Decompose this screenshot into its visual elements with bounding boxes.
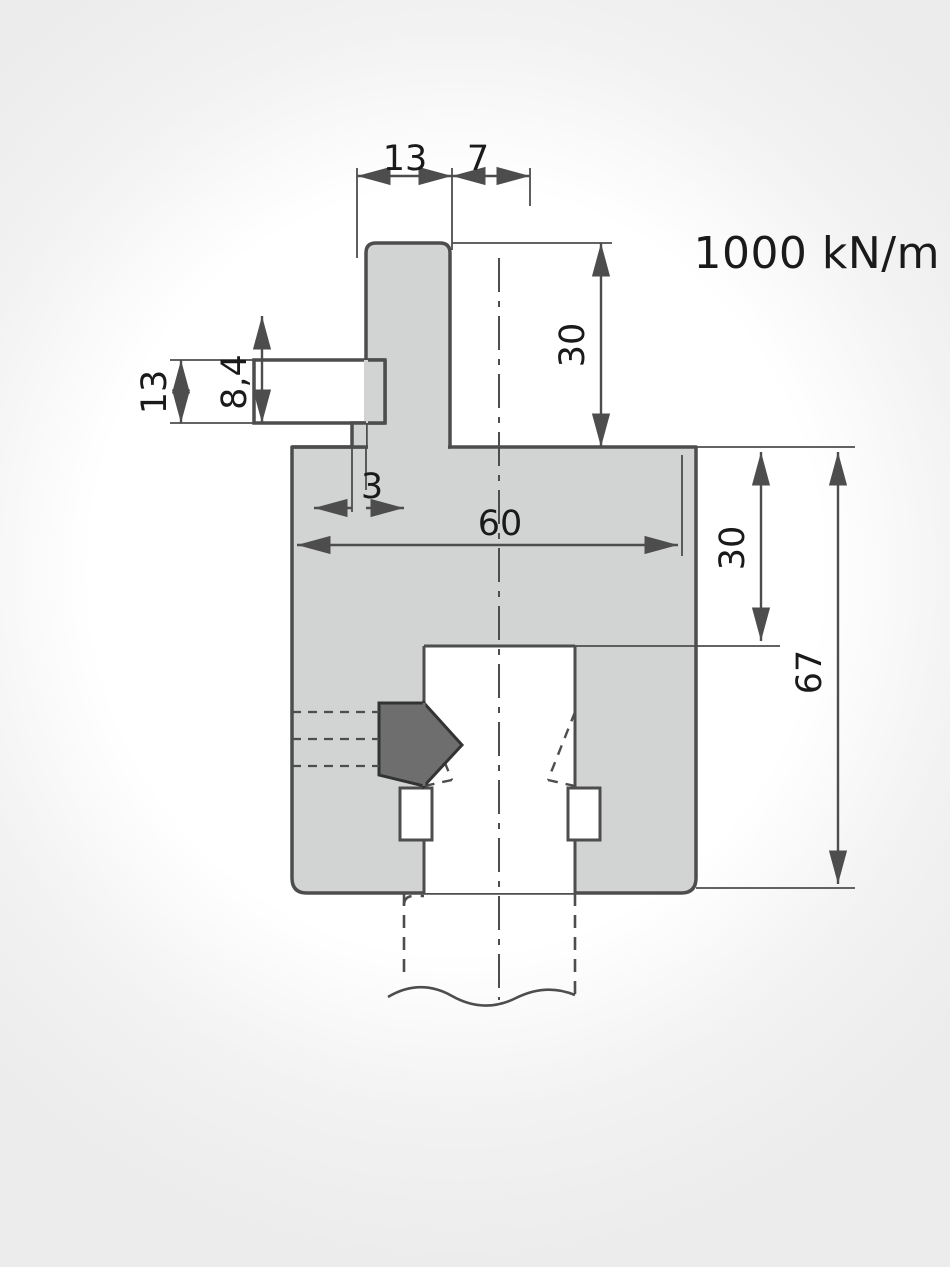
dim-body-height: 30 bbox=[575, 452, 780, 647]
dim-tang-inner-text: 8,4 bbox=[215, 354, 255, 410]
dim-shoulder-offset: 3 bbox=[314, 447, 404, 518]
dim-body-height-text: 30 bbox=[713, 526, 753, 571]
dim-body-width: 60 bbox=[291, 447, 683, 556]
dim-body-width-text: 60 bbox=[478, 504, 523, 544]
dim-top-left-width-text: 13 bbox=[383, 139, 428, 179]
dim-left-tang: 13 8,4 bbox=[135, 316, 272, 424]
dim-upper-height-text: 30 bbox=[553, 323, 593, 368]
load-rating-label: 1000 kN/m bbox=[693, 228, 940, 279]
dim-top-right-width-text: 7 bbox=[467, 139, 489, 179]
clamp-wedge bbox=[377, 699, 465, 790]
dim-upper-height: 30 bbox=[452, 242, 855, 448]
dim-tang-height-text: 13 bbox=[135, 370, 175, 415]
dim-shoulder-offset-text: 3 bbox=[361, 467, 383, 507]
dim-top-13-7: 13 7 bbox=[356, 139, 531, 258]
dim-total-height: 67 bbox=[696, 452, 855, 889]
hidden-edges bbox=[292, 710, 379, 768]
dim-total-height-text: 67 bbox=[790, 650, 830, 695]
